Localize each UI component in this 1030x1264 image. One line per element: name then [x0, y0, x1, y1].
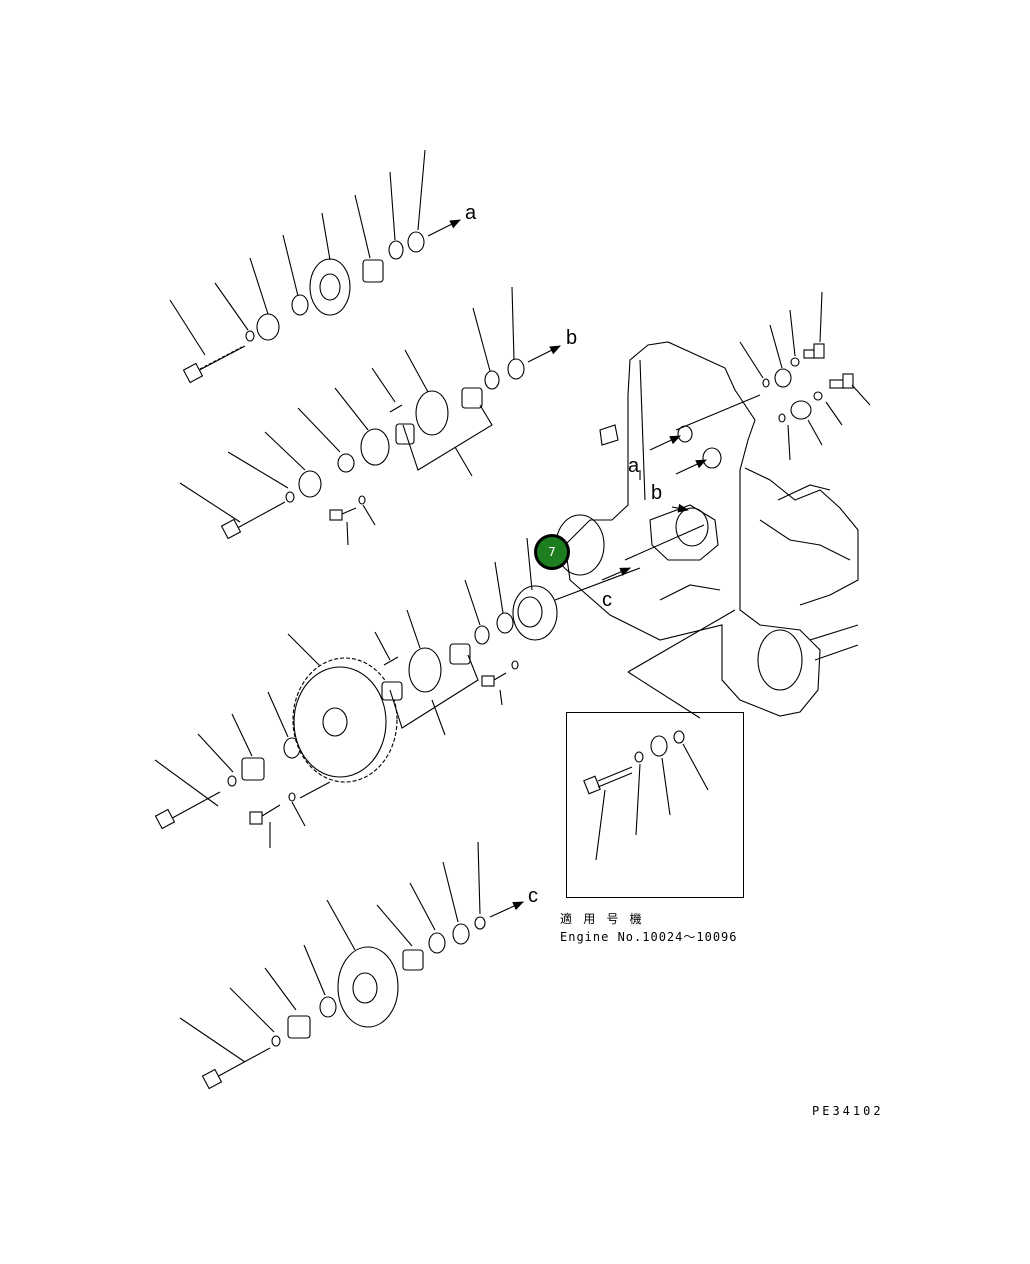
- detail-caption-jp: 適 用 号 機: [560, 912, 644, 926]
- arrow-label-b-top: b: [566, 327, 578, 349]
- gear-assembly-b: [179, 286, 561, 546]
- timing-gear-housing: [555, 291, 871, 719]
- part-callout-number: 7: [548, 545, 556, 559]
- gear-assembly-a: [169, 149, 461, 384]
- arrow-label-a-housing: a: [628, 455, 640, 477]
- arrow-label-c-housing: c: [602, 589, 612, 611]
- gear-assembly-bottom: [179, 841, 525, 1090]
- gear-assembly-c: [154, 537, 641, 848]
- detail-caption-engine-range: Engine No.10024～10096: [560, 930, 738, 944]
- detail-inset-box: [566, 712, 744, 898]
- arrow-label-c-bottom: c: [528, 885, 538, 907]
- part-callout-7[interactable]: 7: [534, 534, 570, 570]
- arrow-label-a-top: a: [465, 202, 477, 224]
- detail-inset-parts: [583, 730, 709, 861]
- arrow-label-b-housing: b: [651, 482, 663, 504]
- drawing-number: PE34102: [812, 1104, 884, 1118]
